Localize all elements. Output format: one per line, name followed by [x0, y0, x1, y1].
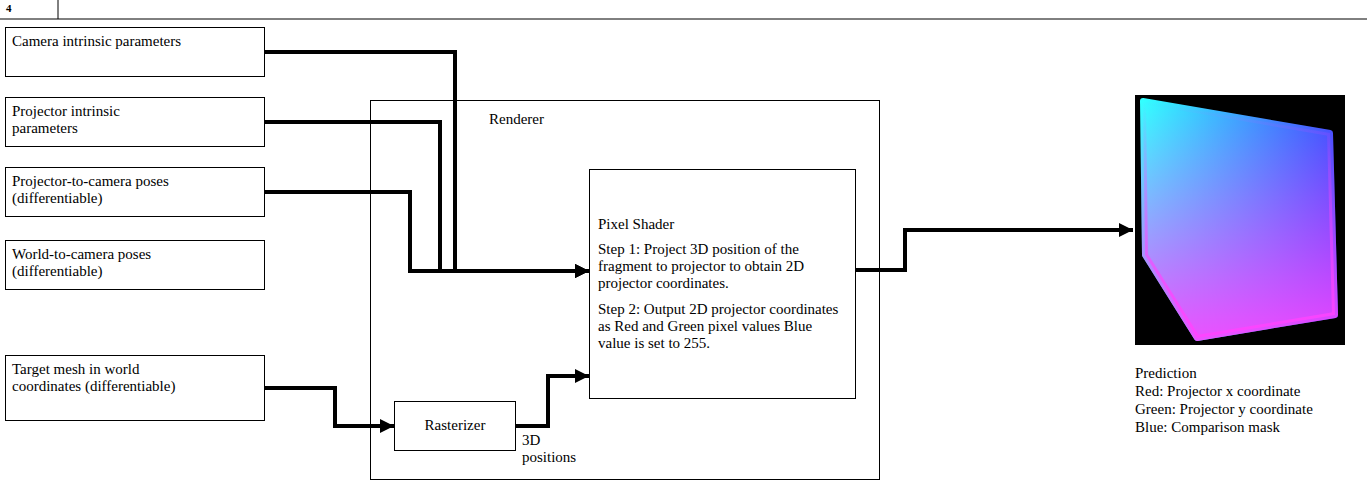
- node-title: World-to-camera poses (differentiable): [12, 246, 187, 281]
- input-box: Target mesh in world coordinates (differ…: [5, 355, 265, 421]
- connector-arrow: [265, 122, 589, 271]
- caption-text: Blue: Comparison mask: [1135, 419, 1280, 436]
- caption-text: Green: Projector y coordinate: [1135, 401, 1313, 418]
- process-box: Rasterizer: [394, 401, 516, 451]
- caption-text: Prediction: [1135, 365, 1197, 382]
- input-box: Camera intrinsic parameters: [5, 27, 265, 77]
- node-title: Target mesh in world coordinates (differ…: [12, 361, 187, 396]
- node-body: Step 1: Project 3D position of the fragm…: [598, 241, 847, 293]
- prediction-shading: [1143, 101, 1335, 338]
- renderer-group: RendererPixel ShaderStep 1: Project 3D p…: [370, 100, 880, 480]
- header-divider: [58, 0, 59, 19]
- header-rule: [0, 19, 1367, 20]
- node-title: Rasterizer: [425, 417, 486, 434]
- process-box: Pixel ShaderStep 1: Project 3D position …: [589, 169, 856, 399]
- connector-arrow: [265, 388, 394, 426]
- connector-label: 3D positions: [522, 432, 584, 467]
- node-title: Projector intrinsic parameters: [12, 103, 187, 138]
- node-title: Camera intrinsic parameters: [12, 33, 187, 50]
- node-body: Step 2: Output 2D projector coordinates …: [598, 301, 847, 353]
- caption-text: Red: Projector x coordinate: [1135, 383, 1300, 400]
- output-arrow: [856, 230, 1133, 270]
- node-title: Projector-to-camera poses (differentiabl…: [12, 173, 187, 208]
- prediction-background: [1135, 95, 1345, 345]
- input-box: Projector intrinsic parameters: [5, 97, 265, 147]
- connector-arrow: [265, 52, 589, 271]
- node-title: Pixel Shader: [598, 216, 847, 233]
- page-number: 4: [6, 2, 12, 15]
- input-box: World-to-camera poses (differentiable): [5, 240, 265, 290]
- node-title: Renderer: [371, 101, 879, 128]
- prediction-image: [1143, 101, 1335, 338]
- connector-arrow: [265, 192, 589, 271]
- connector-arrow: [516, 376, 589, 426]
- input-box: Projector-to-camera poses (differentiabl…: [5, 167, 265, 217]
